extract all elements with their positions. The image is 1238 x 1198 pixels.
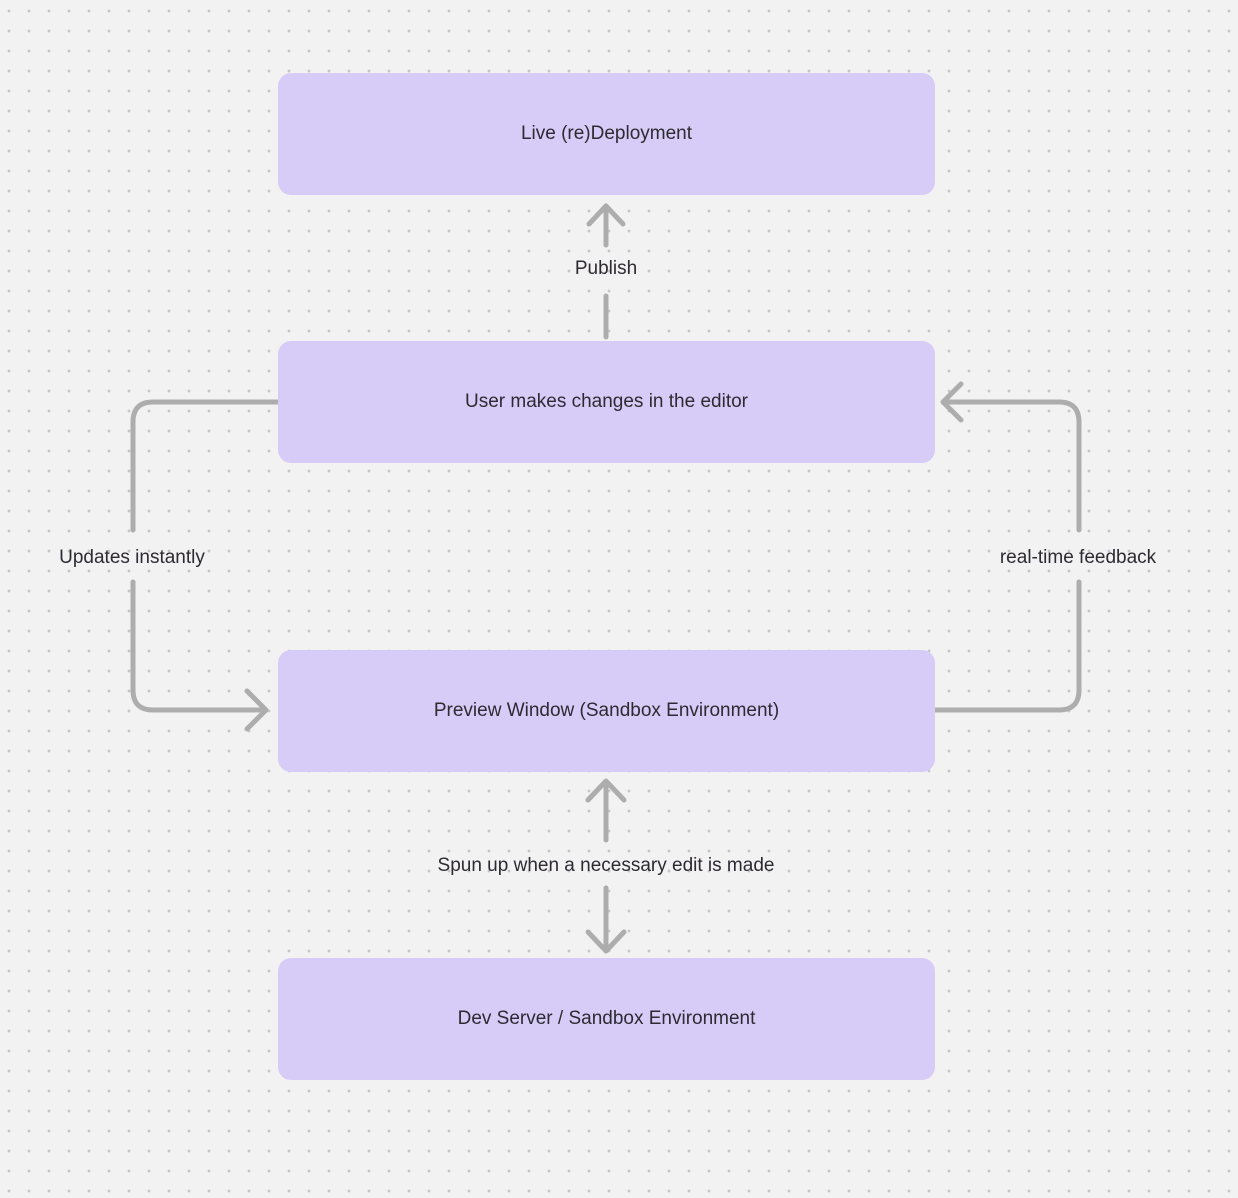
- node-preview-window: Preview Window (Sandbox Environment): [278, 650, 935, 772]
- real-time-feedback-arrow: [930, 381, 1082, 713]
- edge-label-spun-up: Spun up when a necessary edit is made: [437, 855, 775, 876]
- updates-instantly-arrow: [130, 399, 283, 732]
- edge-label-real-time-feedback: real-time feedback: [999, 547, 1157, 568]
- publish-arrow: [586, 203, 626, 340]
- edge-label-publish: Publish: [574, 258, 638, 279]
- node-dev-server-label: Dev Server / Sandbox Environment: [457, 1008, 756, 1029]
- node-live-redeployment: Live (re)Deployment: [278, 73, 935, 195]
- node-dev-server: Dev Server / Sandbox Environment: [278, 958, 935, 1080]
- node-preview-window-label: Preview Window (Sandbox Environment): [433, 700, 780, 721]
- node-live-redeployment-label: Live (re)Deployment: [520, 123, 693, 144]
- edge-label-updates-instantly: Updates instantly: [59, 547, 205, 568]
- spun-up-arrow-down: [585, 885, 627, 954]
- node-user-editor: User makes changes in the editor: [278, 341, 935, 463]
- spun-up-arrow-up: [585, 778, 627, 843]
- node-user-editor-label: User makes changes in the editor: [464, 391, 749, 412]
